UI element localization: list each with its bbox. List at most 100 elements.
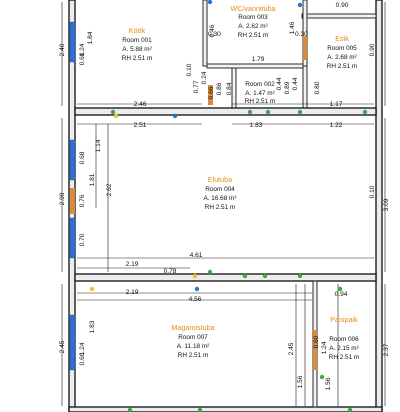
wall-room002-top (206, 63, 304, 69)
dim-label: 1.84 (87, 31, 94, 44)
door-elutuba (70, 188, 75, 214)
dim-label: 2.37 (383, 343, 390, 356)
room-height: RH 2.51 m (329, 354, 360, 361)
dim-label: 1.24 (321, 341, 328, 354)
room-number: Room 001 (122, 37, 152, 44)
room-area: A. 5.88 m² (122, 46, 151, 53)
dim-label: 1.56 (325, 377, 332, 390)
dim-label: 2.19 (126, 261, 139, 268)
room-name: Köök (129, 26, 146, 35)
dim-label: 1.24 (79, 342, 86, 355)
dim-label: 0.60 (79, 52, 86, 65)
dim-label: 0.30 (295, 31, 308, 38)
dim-label: 2.99 (59, 192, 66, 205)
dimension-labels: 0.90 2.40 1.84 1.24 0.60 0.46 1.46 0.30 … (59, 2, 390, 390)
room-height: RH 2.51 m (238, 32, 269, 39)
exterior-wall-right (375, 0, 383, 412)
room-height: RH 2.51 m (245, 98, 276, 105)
dim-label: 2.19 (126, 289, 139, 296)
windows (69, 21, 76, 371)
dim-label: 0.60 (79, 352, 86, 365)
room-number: Room 002 (245, 81, 275, 88)
door-room002 (208, 85, 213, 105)
dim-label: 0.70 (79, 233, 86, 246)
dim-label: 1.46 (289, 21, 296, 34)
wall-top-esik (301, 13, 377, 19)
dim-label: 0.60 (313, 335, 320, 348)
wall-elutuba-top (74, 107, 377, 116)
room-height: RH 2.51 m (122, 55, 153, 62)
room-height: RH 2.51 m (327, 63, 358, 70)
room-name: Panipaik (330, 315, 358, 324)
dim-label: 0.90 (369, 43, 376, 56)
dim-label: 1.22 (330, 122, 343, 129)
window-elutuba-lower (69, 217, 76, 259)
exterior-wall-bottom (68, 406, 383, 412)
room-number: Room 007 (178, 334, 208, 341)
wall-elutuba-bottom (74, 273, 377, 282)
dim-label: 2.40 (59, 43, 66, 56)
room-area: A. 11.18 m² (177, 343, 210, 350)
dim-label: 0.46 (209, 24, 216, 37)
room-elutuba: Elutuba Room 004 A. 16.68 m² RH 2.51 m (203, 175, 236, 211)
doors (70, 36, 317, 370)
room-height: RH 2.51 m (205, 204, 236, 211)
dim-label: 0.76 (79, 194, 86, 207)
dim-label: 1.56 (297, 375, 304, 388)
wall-kook-wc (202, 0, 208, 67)
dimension-lines (61, 2, 386, 406)
room-002: Room 002 A. 1.47 m² RH 2.51 m (245, 81, 276, 105)
dim-label: 4.61 (190, 252, 203, 259)
room-number: Room 005 (327, 45, 357, 52)
room-number: Room 003 (238, 14, 268, 21)
dim-label: 0.90 (336, 2, 349, 9)
door-panipaik (313, 330, 317, 370)
wall-room002-right (302, 65, 308, 109)
dim-label: 0.44 (276, 77, 283, 90)
dim-label: 0.44 (292, 77, 299, 90)
dim-label: 0.80 (314, 81, 321, 94)
room-area: A. 2.15 m² (329, 345, 358, 352)
room-esik: Esik Room 005 A. 2.68 m² RH 2.51 m (327, 34, 358, 70)
dim-label: 4.56 (189, 296, 202, 303)
room-name: Esik (335, 34, 349, 43)
window-kook (69, 21, 76, 63)
room-number: Room 004 (205, 186, 235, 193)
outlets (89, 0, 368, 412)
room-area: A. 1.47 m² (245, 90, 274, 97)
room-name: WC/vannituba (230, 4, 275, 13)
room-wc: WC/vannituba Room 003 A. 2.62 m² RH 2.51… (230, 4, 275, 39)
dim-label: 0.68 (79, 151, 86, 164)
dim-label: 1.24 (79, 43, 86, 56)
room-area: A. 2.62 m² (238, 23, 267, 30)
room-kook: Köök Room 001 A. 5.88 m² RH 2.51 m (122, 26, 153, 62)
dim-label: 1.17 (330, 101, 343, 108)
dim-label: 0.66 (208, 86, 215, 99)
room-name: Elutuba (208, 175, 232, 184)
dim-label: 0.10 (369, 185, 376, 198)
dim-label: 0.89 (284, 81, 291, 94)
dim-label: 0.84 (226, 82, 233, 95)
dim-label: 1.79 (252, 56, 265, 63)
window-magamistuba (69, 314, 76, 371)
window-elutuba-upper (69, 139, 76, 181)
dim-label: 1.83 (250, 122, 263, 129)
door-esik (303, 36, 307, 60)
room-height: RH 2.51 m (178, 352, 209, 359)
room-name: Magamistuba (171, 323, 214, 332)
dim-label: 0.30 (208, 31, 221, 38)
dim-label: 1.81 (89, 173, 96, 186)
room-magamistuba: Magamistuba Room 007 A. 11.18 m² RH 2.51… (171, 323, 214, 359)
dim-label: 1.14 (95, 139, 102, 152)
room-area: A. 2.68 m² (327, 54, 356, 61)
dim-label: 1.83 (89, 320, 96, 333)
room-number: Room 006 (329, 336, 359, 343)
dim-label: 0.10 (186, 63, 193, 76)
walls (68, 0, 383, 412)
dim-label: 0.94 (335, 291, 348, 298)
dim-label: 2.46 (134, 101, 147, 108)
dim-label: 2.62 (106, 183, 113, 196)
dim-label: 0.86 (216, 82, 223, 95)
dim-label: 2.45 (288, 342, 295, 355)
